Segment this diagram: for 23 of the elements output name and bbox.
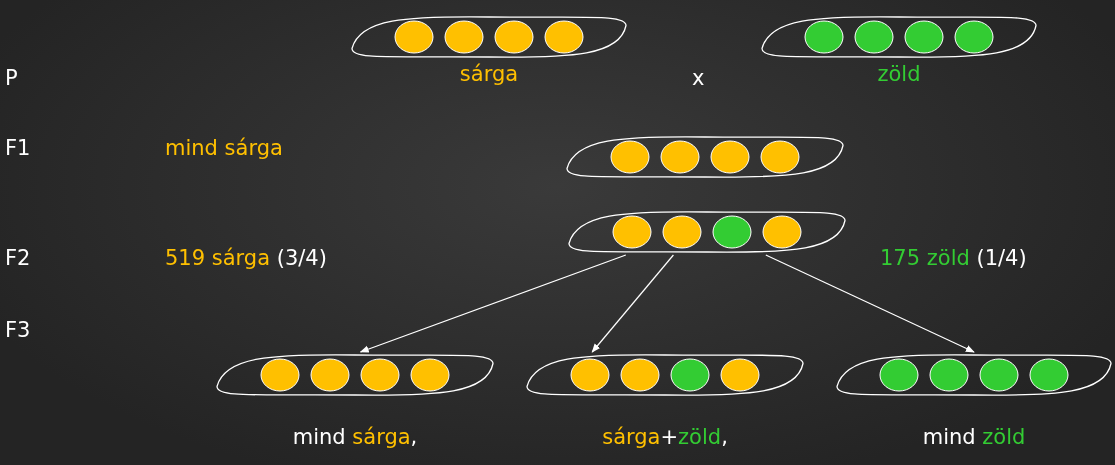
- text-label: 175 zöld (1/4): [880, 246, 1027, 272]
- pea-pod-drawing: [525, 352, 805, 398]
- text-label: F1: [5, 136, 31, 162]
- pea-pod-drawing: [350, 14, 628, 60]
- pea-pod-drawing: [567, 209, 847, 255]
- text-label: F3: [5, 318, 31, 344]
- pea-pod-drawing: [215, 352, 495, 398]
- pea-pod-drawing: [565, 134, 845, 180]
- pea-pod-drawing: [835, 352, 1113, 398]
- text-label: mind sárga: [165, 136, 283, 162]
- text-label: 519 sárga (3/4): [165, 246, 327, 272]
- node-label: sárga: [459, 62, 519, 88]
- node-label: sárga+zöld,: [602, 425, 728, 451]
- arrow: [591, 254, 674, 353]
- text-label: P: [5, 66, 18, 92]
- text-label: x: [692, 66, 705, 92]
- pea-pod-drawing: [760, 14, 1038, 60]
- arrow: [765, 254, 975, 353]
- arrow: [359, 254, 627, 353]
- node-label: mind zöld: [922, 425, 1026, 451]
- node-label: mind sárga,: [292, 425, 418, 451]
- text-label: F2: [5, 246, 31, 272]
- node-label: zöld: [877, 62, 921, 88]
